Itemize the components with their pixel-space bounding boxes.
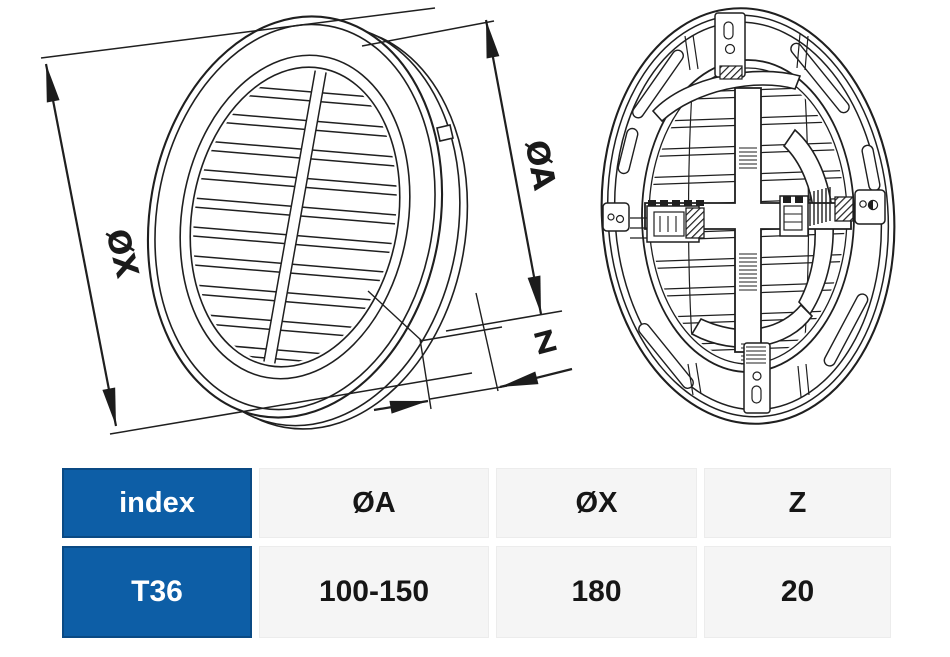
table-header-row: index ØA ØX Z (62, 468, 891, 538)
right-spring-clip (779, 187, 854, 237)
cell-index-value: T36 (62, 546, 252, 638)
cell-depth-z-value: 20 (704, 546, 891, 638)
cell-diameter-a-value: 100-150 (259, 546, 489, 638)
bottom-rib (743, 342, 771, 414)
label-diameter-x: ØX (98, 225, 145, 281)
label-diameter-a: ØA (517, 137, 562, 193)
cell-diameter-x-value: 180 (496, 546, 697, 638)
technical-drawing: ØX ØA Z (40, 7, 896, 435)
header-cell-depth-z: Z (704, 468, 891, 538)
spokes (684, 33, 810, 398)
dimension-diameter-x: ØX (40, 7, 473, 435)
left-latch-block (602, 202, 630, 232)
left-spring-clip (630, 200, 705, 243)
header-cell-diameter-x: ØX (496, 468, 697, 538)
label-depth-z: Z (531, 323, 560, 361)
dimension-depth-z: Z (367, 290, 573, 414)
header-cell-index: index (62, 468, 252, 538)
right-latch-block (854, 189, 886, 225)
header-cell-diameter-a: ØA (259, 468, 489, 538)
dimension-table: index ØA ØX Z T36 100-150 180 20 (62, 468, 891, 638)
top-rib (714, 12, 746, 80)
rim-tab (436, 124, 454, 142)
clip-comb (648, 200, 704, 206)
front-view-grille: ØX ØA Z (40, 7, 573, 435)
back-view-grille (600, 7, 896, 425)
spring-coil (809, 187, 831, 226)
table-row-t36: T36 100-150 180 20 (62, 546, 891, 638)
